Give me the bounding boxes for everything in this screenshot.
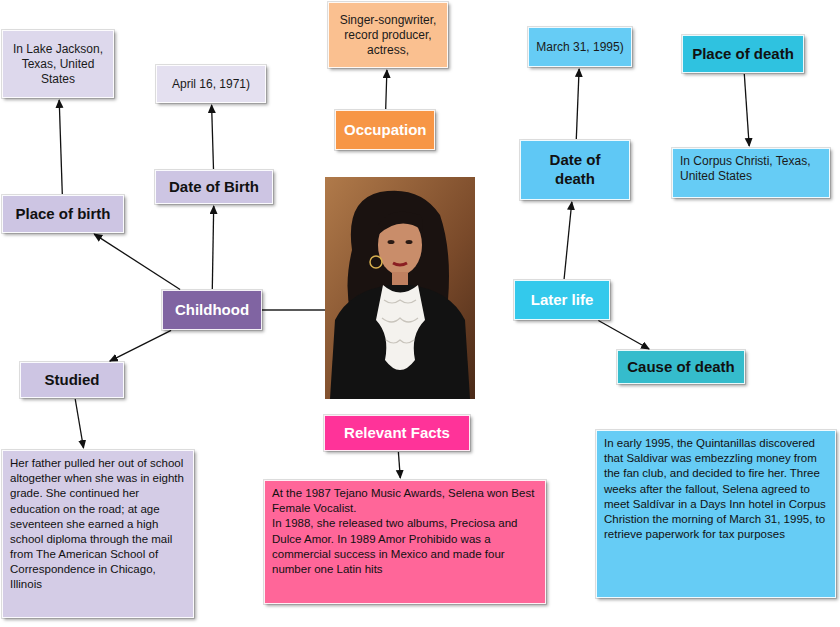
heading-box: Occupation [335,110,435,150]
body-text: Singer-songwriter, record producer, actr… [336,13,440,58]
body-text: At the 1987 Tejano Music Awards, Selena … [272,486,538,516]
heading-text: Date of Birth [164,178,264,197]
body-text: In 1988, she released two albums, Precio… [272,516,538,577]
arrow-connector [398,452,400,478]
info-box: April 16, 1971) [156,65,266,103]
info-box: In Corpus Christi, Texas, United States [672,148,830,198]
info-box: March 31, 1995) [528,27,632,67]
heading-box: Cause of death [617,350,745,384]
body-text: April 16, 1971) [164,77,258,92]
body-text: In Corpus Christi, Texas, United States [680,154,822,184]
info-box: Singer-songwriter, record producer, actr… [328,2,448,68]
heading-box: Place of death [682,35,804,73]
text-box: In early 1995, the Quintanillas discover… [596,430,836,598]
heading-text: Occupation [344,121,426,140]
heading-text: Childhood [171,301,253,320]
arrow-connector [744,74,749,146]
body-text: Her father pulled her out of school alto… [10,456,186,593]
info-box: In Lake Jackson, Texas, United States [2,30,114,98]
body-text: In Lake Jackson, Texas, United States [10,42,106,87]
heading-box: Date of death [520,140,630,200]
heading-box: Place of birth [2,195,124,233]
text-box: Her father pulled her out of school alto… [2,450,194,618]
heading-text: Cause of death [626,358,736,377]
heading-text: Date of death [529,151,621,189]
text-box: At the 1987 Tejano Music Awards, Selena … [264,480,546,604]
heading-text: Later life [523,291,601,310]
heading-text: Place of birth [11,205,115,224]
heading-box: Childhood [162,290,262,330]
arrow-connector [94,234,180,289]
heading-box: Relevant Facts [324,415,470,451]
connector-line [262,309,325,310]
heading-text: Place of death [691,45,795,64]
arrow-connector [75,399,83,448]
heading-box: Date of Birth [155,170,273,204]
portrait-photo [325,177,475,399]
arrow-connector [576,69,579,139]
arrow-connector [598,321,649,350]
arrow-connector [386,70,387,109]
arrow-connector [212,105,214,169]
arrow-connector [212,206,213,289]
arrow-connector [110,330,171,361]
heading-box: Studied [20,362,124,398]
arrow-connector [564,202,572,279]
heading-text: Studied [29,371,115,390]
heading-text: Relevant Facts [333,424,461,443]
body-text: March 31, 1995) [536,40,624,55]
arrow-connector [59,100,62,194]
body-text: In early 1995, the Quintanillas discover… [604,436,828,542]
heading-box: Later life [514,280,610,320]
